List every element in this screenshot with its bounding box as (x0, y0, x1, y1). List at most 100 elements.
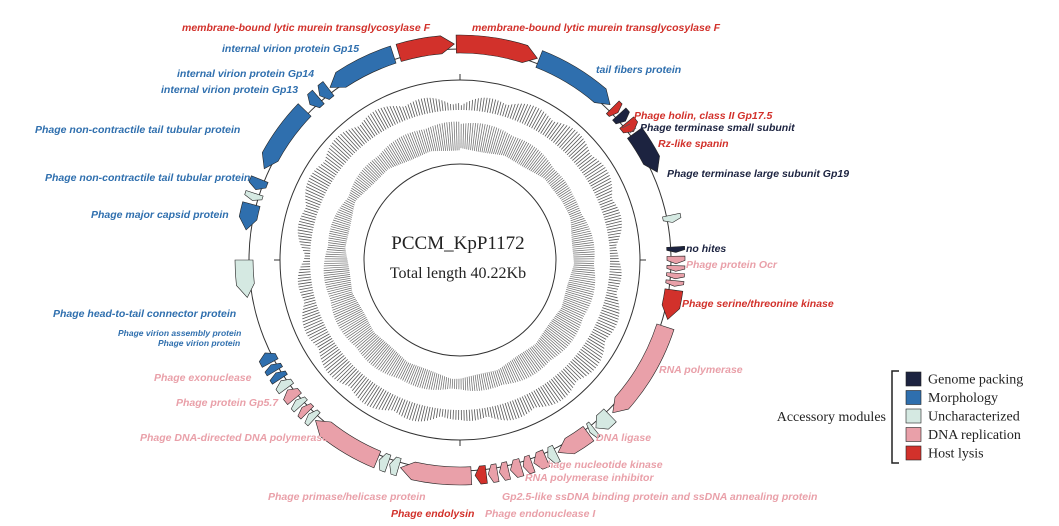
gc-bar (447, 409, 449, 419)
gc-bar (339, 366, 356, 383)
skew-bar (342, 203, 354, 210)
gc-bar (586, 340, 604, 352)
skew-bar (535, 160, 549, 175)
gc-bar (357, 380, 372, 399)
skew-bar (390, 142, 404, 164)
gc-bar (423, 406, 428, 422)
skew-bar (330, 228, 349, 234)
skew-bar (331, 298, 357, 309)
skew-bar (466, 123, 469, 150)
gene-gp14 (317, 81, 335, 100)
gc-bar (361, 122, 374, 139)
skew-bar (430, 126, 437, 152)
skew-bar (336, 308, 363, 323)
gc-bar (601, 309, 620, 317)
skew-bar (497, 131, 506, 155)
skew-bar (472, 375, 476, 392)
skew-bar (491, 128, 500, 154)
gc-bar (476, 98, 479, 112)
gc-bar (597, 319, 616, 328)
gc-bar (600, 201, 615, 208)
gc-bar (348, 129, 363, 147)
gc-bar (303, 302, 317, 307)
skew-bar (550, 177, 564, 188)
gc-bar (484, 407, 487, 417)
skew-bar (331, 224, 350, 230)
skew-bar (572, 249, 595, 252)
skew-bar (566, 203, 578, 210)
gc-bar (417, 405, 423, 422)
skew-bar (451, 121, 454, 151)
gc-bar (309, 328, 328, 339)
gc-bar (423, 98, 428, 114)
gc-bar (468, 409, 471, 422)
gc-bar (580, 158, 597, 172)
skew-bar (528, 152, 543, 171)
skew-bar (549, 176, 562, 187)
skew-bar (375, 157, 387, 172)
skew-bar (475, 123, 481, 152)
skew-bar (338, 311, 364, 327)
skew-bar (428, 371, 434, 390)
skew-bar (530, 154, 544, 172)
gc-bar (305, 201, 320, 208)
skew-bar (371, 160, 384, 175)
gc-bar (302, 312, 320, 320)
gene-head-tail (258, 352, 279, 368)
skew-bar (547, 172, 559, 183)
skew-bar (484, 372, 490, 390)
gene-virion-protein (269, 370, 288, 385)
skew-bar (548, 174, 561, 185)
label-gp5-7: Phage protein Gp5.7 (176, 397, 279, 409)
skew-bar (501, 366, 510, 384)
gc-bar (573, 357, 592, 373)
skew-bar (529, 347, 545, 367)
gc-bar (605, 220, 622, 226)
gc-bar (471, 99, 474, 111)
gc-bar (559, 372, 574, 389)
gene-major-capsid (238, 201, 261, 231)
label-virion-assembly: Phage virion assembly protein (118, 328, 241, 338)
skew-bar (545, 171, 557, 182)
gc-bar (607, 284, 620, 288)
skew-bar (393, 358, 405, 378)
gc-bar (586, 167, 606, 180)
callout-lines (621, 123, 637, 134)
gene-unchar-1 (662, 212, 682, 223)
gc-bar (403, 401, 411, 418)
gc-bar (550, 378, 566, 398)
gc-bar (369, 387, 382, 408)
gene-ocr-2 (666, 265, 686, 272)
gc-bar (301, 247, 311, 249)
legend-item-label: DNA replication (928, 428, 1021, 443)
gc-bar (596, 321, 614, 331)
skew-bar (437, 374, 442, 390)
gc-bar (486, 98, 491, 113)
gc-bar (521, 104, 532, 124)
gc-bar (391, 396, 399, 411)
gc-bar (600, 312, 619, 320)
gc-bar (297, 279, 312, 282)
skew-bar (384, 353, 399, 374)
skew-bar (474, 374, 478, 391)
skew-bar (324, 276, 351, 281)
skew-bar (571, 224, 588, 230)
gc-bar (297, 232, 313, 236)
gc-bar (302, 212, 317, 218)
gene-holin (605, 100, 623, 117)
gc-bar (405, 105, 411, 119)
gc-bar (548, 380, 564, 400)
gc-bar (608, 279, 621, 282)
gc-bar (471, 409, 474, 421)
skew-bar (360, 171, 374, 184)
gc-bar (438, 99, 441, 112)
gc-bar (322, 350, 342, 366)
gc-bar (591, 177, 611, 189)
gc-bar (486, 407, 490, 417)
gc-bar (533, 390, 544, 408)
skew-bar (442, 376, 446, 390)
skew-bar (502, 135, 512, 156)
skew-bar (515, 141, 528, 163)
skew-bar (330, 226, 350, 232)
skew-bar (478, 373, 483, 391)
